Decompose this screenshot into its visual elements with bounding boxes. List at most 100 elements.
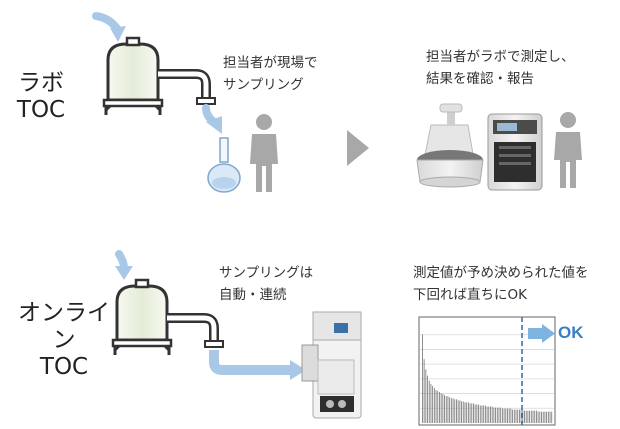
chart-bar xyxy=(437,391,439,423)
chart-bar xyxy=(449,397,451,423)
chart-bar xyxy=(527,410,529,423)
ok-label: OK xyxy=(558,323,584,342)
chart-bar xyxy=(542,411,544,423)
chart-bar xyxy=(512,409,514,423)
chart-bar xyxy=(513,409,515,423)
lab-toc-label: ラボ TOC xyxy=(14,70,68,124)
online-label-line2: TOC xyxy=(39,354,89,380)
chart-bar xyxy=(541,411,542,423)
tank-icon xyxy=(102,36,164,115)
chart-bar xyxy=(534,410,536,423)
chart-bar xyxy=(544,411,546,423)
chart-bar xyxy=(532,410,534,423)
chart-bar xyxy=(461,401,462,423)
chart-bar xyxy=(546,411,548,423)
online-result-line2: 下回れば直ちにOK xyxy=(413,287,527,303)
chart-bar xyxy=(462,401,464,423)
chart-bar xyxy=(496,407,498,423)
chart-bar xyxy=(425,369,427,423)
online-result-note: 測定値が予め決められた値を 下回れば直ちにOK xyxy=(413,262,589,306)
chart-bar xyxy=(510,408,512,423)
chart-bar xyxy=(483,405,485,423)
chart-bar xyxy=(467,402,469,423)
chart-bar xyxy=(503,408,505,423)
sample-arrow-icon xyxy=(202,104,222,134)
lab-measure-line1: 担当者がラボで測定し、 xyxy=(426,49,575,65)
chart-bar xyxy=(518,409,520,423)
chart-bar xyxy=(427,375,428,423)
lab-label-line1: ラボ xyxy=(18,70,64,96)
chart-bar xyxy=(459,400,461,423)
chart-bar xyxy=(471,403,473,423)
chart-bar xyxy=(547,411,549,423)
chart-bar xyxy=(537,411,539,423)
chart-bar xyxy=(491,406,493,423)
online-label-line1: オンライン xyxy=(18,300,110,353)
chart-bar xyxy=(549,411,551,423)
flask-icon xyxy=(207,137,241,193)
lab-sampling-note: 担当者が現場で サンプリング xyxy=(223,52,318,96)
chart-bar xyxy=(520,409,522,423)
online-result-line1: 測定値が予め決められた値を xyxy=(413,265,589,281)
chart-bar xyxy=(539,411,541,423)
chart-bar xyxy=(452,398,454,423)
chart-bar xyxy=(456,399,457,423)
chart-bar xyxy=(478,404,479,423)
chart-bar xyxy=(498,407,500,423)
chart-bar xyxy=(464,402,466,423)
inflow-arrow-icon xyxy=(92,12,126,42)
chart-bar xyxy=(444,395,445,423)
lab-sampling-line2: サンプリング xyxy=(223,77,304,93)
chart-bar xyxy=(529,410,531,423)
chart-bar xyxy=(457,400,459,423)
online-analyzer-image xyxy=(301,311,362,419)
chart-bar xyxy=(488,406,490,423)
chart-bar xyxy=(445,396,447,423)
chart-bar xyxy=(495,407,497,423)
chart-bar xyxy=(486,406,488,423)
process-chevron-icon xyxy=(347,130,369,166)
chart-bar xyxy=(493,407,495,423)
chart-bar xyxy=(430,383,432,423)
chart-bar xyxy=(474,404,476,423)
pipe-icon xyxy=(167,313,224,348)
chart-bar xyxy=(439,392,440,423)
chart-bar xyxy=(447,396,449,423)
chart-bar xyxy=(517,409,519,423)
online-sampling-line1: サンプリングは xyxy=(219,265,314,281)
chart-bar xyxy=(422,334,423,423)
lab-measure-line2: 結果を確認・報告 xyxy=(426,71,534,87)
chart-bar xyxy=(433,387,435,423)
chart-bar xyxy=(440,393,442,423)
chart-bar xyxy=(428,380,430,423)
chart-bar xyxy=(500,407,502,423)
lab-sampling-line1: 担当者が現場で xyxy=(223,55,318,71)
ok-arrow-icon xyxy=(528,324,555,343)
chart-bar xyxy=(484,405,486,423)
chart-bar xyxy=(442,394,444,423)
chart-bar xyxy=(432,385,434,423)
inflow-arrow-icon xyxy=(115,250,133,280)
chart-bar xyxy=(435,390,437,423)
chart-bar xyxy=(508,408,510,423)
chart-bar xyxy=(454,399,456,423)
pipe-icon xyxy=(158,69,216,105)
chart-bar xyxy=(525,410,527,423)
chart-bar xyxy=(515,409,517,423)
chart-bar xyxy=(524,410,525,423)
chart-bar xyxy=(466,402,468,423)
chart-bar xyxy=(507,408,508,423)
lab-measure-note: 担当者がラボで測定し、 結果を確認・報告 xyxy=(426,46,575,90)
online-sampling-note: サンプリングは 自動・連続 xyxy=(219,262,313,306)
chart-bar xyxy=(530,410,532,423)
chart-bar xyxy=(423,359,425,423)
chart-bar xyxy=(522,409,524,423)
chart-bar xyxy=(490,406,491,423)
lab-analyzer-image xyxy=(416,103,543,191)
feed-arrow-icon xyxy=(209,350,306,380)
online-toc-label: オンライン TOC xyxy=(8,300,120,381)
chart-bar xyxy=(481,405,483,423)
chart-bar xyxy=(476,404,478,423)
chart-bar xyxy=(473,403,474,423)
